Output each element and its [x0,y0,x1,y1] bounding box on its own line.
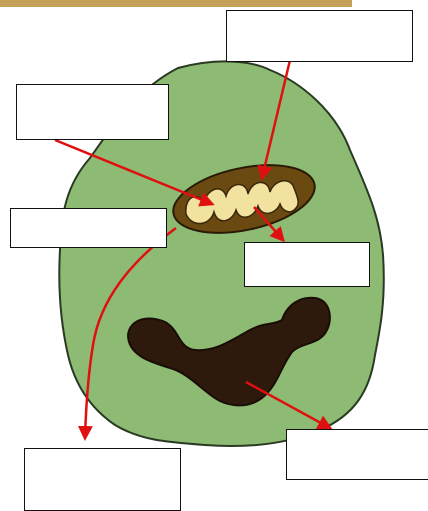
label-box-top-right[interactable] [226,10,413,62]
label-box-bottom-right[interactable] [286,429,428,480]
top-border-strip [0,0,352,7]
label-box-bottom-left[interactable] [24,448,181,511]
label-box-middle-right[interactable] [244,242,370,287]
label-box-middle-left[interactable] [10,208,167,248]
label-box-upper-left[interactable] [16,84,169,140]
